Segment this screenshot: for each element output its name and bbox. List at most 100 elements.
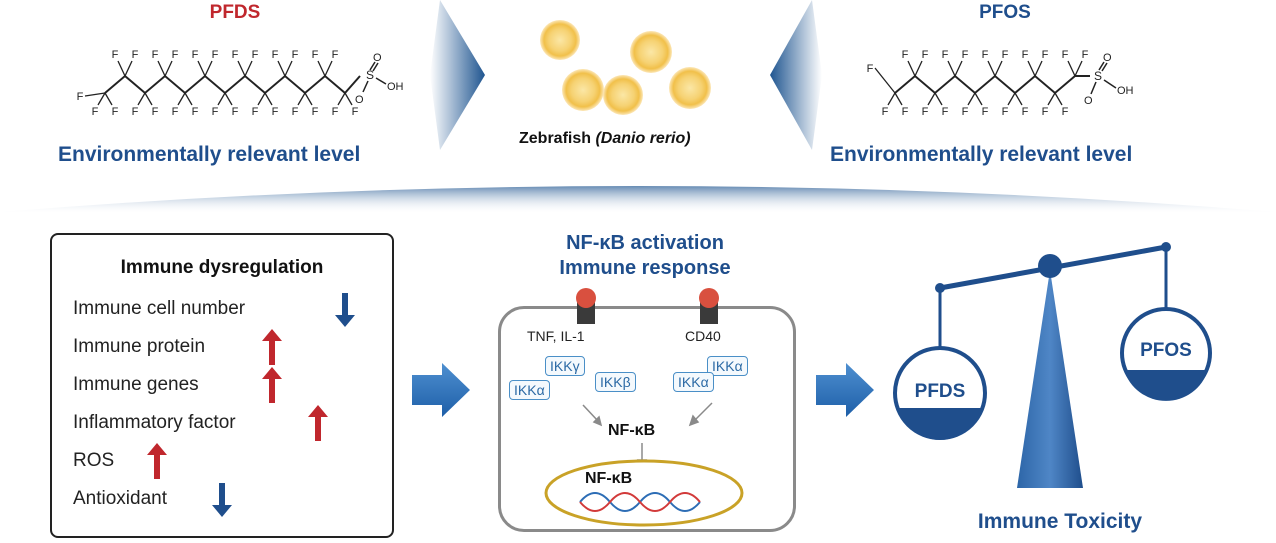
fluorine-atom: F [292,49,299,61]
fluorine-atom: F [232,49,239,61]
nfkb-nucleus-label: NF-κB [585,470,633,487]
fluorine-atom: F [982,106,989,118]
arrow-to-balance [816,363,874,417]
fluorine-atom: F [1062,49,1069,61]
ikk-alpha-left-box: IKKα [509,380,550,400]
pfos-hydroxyl: OH [1117,85,1134,97]
fluorine-atom: F [212,106,219,118]
fluorine-atom: F [1022,106,1029,118]
fluorine-atom: F [882,106,889,118]
fluorine-atom: F [1002,106,1009,118]
fluorine-atom: F [172,49,179,61]
dna-helix-icon [579,492,701,512]
immune-item-label: ROS [73,450,115,471]
fluorine-atom: F [312,49,319,61]
receptor-right-label: CD40 [685,328,721,344]
fluorine-atom: F [1042,49,1049,61]
pfds-title: PFDS [209,2,261,23]
fluorine-atom: F [272,49,279,61]
fluorine-atom: F [272,106,279,118]
ikk-alpha-right-top-box: IKKα [707,356,748,376]
immune-item-label: Antioxidant [73,488,168,509]
arrow-up-icon [308,405,328,441]
pfds-pan-label: PFDS [914,381,966,402]
scale-stand [1017,270,1083,488]
fluorine-atom: F [922,49,929,61]
right-funnel-shape [770,0,822,150]
fluorine-atom: F [982,49,989,61]
fluorine-atom: F [902,49,909,61]
pfds-sulfur: S [366,68,374,82]
ikk-alpha-right-bottom-box: IKKα [673,372,714,392]
pfos-level-label: Environmentally relevant level [830,143,1133,166]
fluorine-atom: F [1022,49,1029,61]
fluorine-atom: F [1042,106,1049,118]
fluorine-atom: F [192,49,199,61]
zebrafish-scientific-name: (Danio rerio) [595,130,691,147]
fluorine-atom: F [352,106,359,118]
arrow-to-pathway [412,363,470,417]
zebrafish-common-name: Zebrafish [519,130,596,147]
fluorine-atom: F [1062,106,1069,118]
fluorine-atom: F [77,91,84,103]
fluorine-atom: F [922,106,929,118]
pfds-oxygen-top: O [373,52,382,64]
immune-item-label: Immune genes [73,374,199,395]
receptor-left-label: TNF, IL-1 [527,328,585,344]
fluorine-atom: F [942,49,949,61]
pfds-pan [893,346,987,440]
pfds-level-label: Environmentally relevant level [58,143,361,166]
pathway-heading-line2: Immune response [559,257,731,279]
fluorine-atom: F [152,49,159,61]
immune-box-title: Immune dysregulation [120,257,324,278]
fluorine-atom: F [132,106,139,118]
fluorine-atom: F [172,106,179,118]
fluorine-atom: F [132,49,139,61]
nucleus-ellipse [544,459,744,527]
fluorine-atom: F [1002,49,1009,61]
arrow-down-icon [212,483,232,517]
arrow-up-icon [262,329,282,365]
pfos-pan [1120,307,1212,401]
zebrafish-eggs [540,20,711,115]
ikk-gamma-box: IKKγ [545,356,585,376]
fluorine-atom: F [942,106,949,118]
pfds-oxygen-bottom: O [355,94,364,106]
receptor-left-icon [576,288,596,324]
fluorine-atom: F [252,49,259,61]
receptor-right-icon [699,288,719,324]
fluorine-atom: F [212,49,219,61]
fluorine-atom: F [112,49,119,61]
pfos-oxygen-top: O [1103,52,1112,64]
fluorine-atom: F [332,49,339,61]
left-funnel-shape [430,0,485,150]
fluorine-atom: F [232,106,239,118]
fluorine-atom: F [867,63,874,75]
fluorine-atom: F [192,106,199,118]
divider-band [0,186,1276,214]
fluorine-atom: F [312,106,319,118]
fluorine-atom: F [292,106,299,118]
pathway-heading-line1: NF-κB activation [566,232,724,254]
fluorine-atom: F [1082,49,1089,61]
arrow-down-icon [335,293,355,327]
arrow-up-icon [262,367,282,403]
balance-scale-graphic [893,242,1212,488]
pfds-hydroxyl: OH [387,81,404,93]
nfkb-cytoplasm-label: NF-κB [608,422,656,439]
fluorine-atom: F [112,106,119,118]
pfos-sulfur: S [1094,69,1102,83]
immune-item-label: Inflammatory factor [73,412,236,433]
ikk-beta-box: IKKβ [595,372,636,392]
fluorine-atom: F [962,106,969,118]
immune-item-label: Immune protein [73,336,206,357]
pathway-graphics [544,288,744,527]
pfos-title: PFOS [979,2,1031,23]
fluorine-atom: F [332,106,339,118]
fluorine-atom: F [902,106,909,118]
fluorine-atom: F [92,106,99,118]
arrow-up-icon [147,443,167,479]
